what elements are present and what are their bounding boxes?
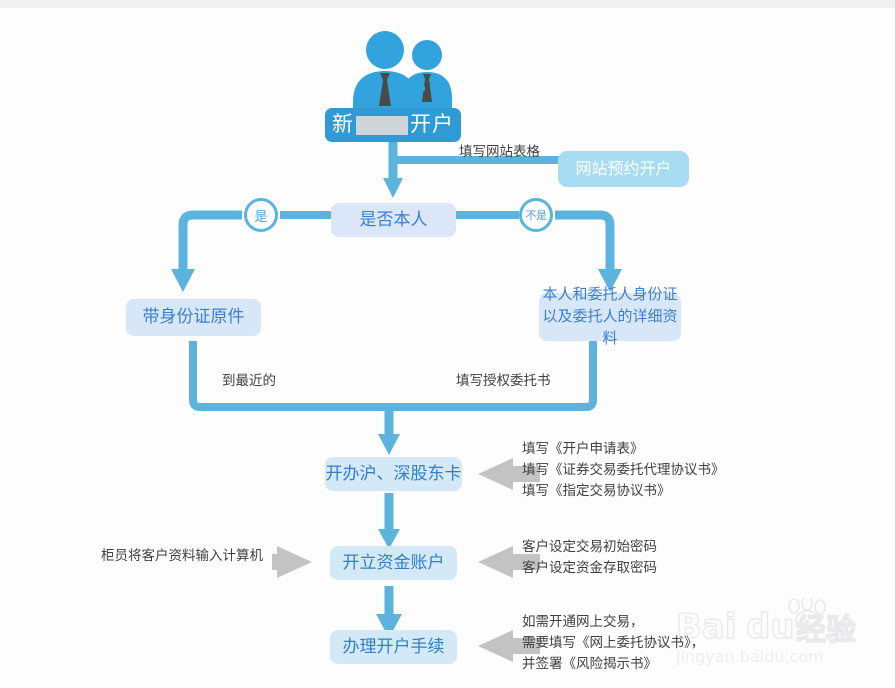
edge-label-fill-proxy-letter: 填写授权委托书 bbox=[456, 373, 551, 389]
wire-fund-to-finish bbox=[376, 586, 402, 638]
header-suffix: 开户 bbox=[410, 112, 454, 137]
annotation-teller-input: 柜员将客户资料输入计算机 bbox=[101, 548, 263, 564]
wire-merge-branches bbox=[189, 341, 597, 455]
two-business-people-icon bbox=[353, 31, 452, 110]
node-online-reservation[interactable]: 网站预约开户 bbox=[558, 151, 689, 187]
grey-arrow-teller-input bbox=[272, 546, 312, 578]
node-open-fund-account[interactable]: 开立资金账户 bbox=[330, 546, 457, 580]
grey-arrow-card-notes bbox=[478, 458, 540, 490]
edge-label-to-nearest: 到最近的 bbox=[222, 373, 276, 389]
decision-no-circle[interactable]: 不是 bbox=[519, 198, 553, 232]
annotation-fund-passwords: 客户设定交易初始密码 客户设定资金存取密码 bbox=[522, 539, 657, 576]
decision-yes-circle[interactable]: 是 bbox=[244, 198, 278, 232]
redaction-block bbox=[356, 115, 408, 135]
node-header-new-account[interactable]: 新 开户 bbox=[325, 108, 461, 142]
node-complete-procedures[interactable]: 办理开户手续 bbox=[330, 630, 457, 664]
wire-card-to-fund bbox=[378, 493, 400, 549]
grey-arrow-fund-notes bbox=[478, 546, 540, 578]
edge-label-website-form: 填写网站表格 bbox=[459, 144, 540, 160]
node-proxy-documents[interactable]: 本人和委托人身份证 以及委托人的详细资料 bbox=[539, 285, 681, 347]
connector-layer bbox=[171, 137, 622, 662]
node-open-shareholder-card[interactable]: 开办沪、深股东卡 bbox=[325, 457, 462, 491]
node-decision-is-self[interactable]: 是否本人 bbox=[331, 203, 456, 237]
annotation-finish-notes: 如需开通网上交易， 需要填写《网上委托协议书》， 并签署《风险揭示书》 bbox=[522, 614, 705, 672]
flowchart-canvas: 新 开户 网站预约开户 是否本人 是 不是 带身份证原件 本人和委托人身份证 以及… bbox=[0, 8, 895, 688]
node-bring-original-id[interactable]: 带身份证原件 bbox=[126, 299, 261, 336]
wire-no-branch bbox=[555, 210, 622, 292]
header-prefix: 新 bbox=[332, 112, 354, 137]
annotation-card-notes: 填写《开户申请表》 填写《证券交易委托代理协议书》 填写《指定交易协议书》 bbox=[522, 441, 725, 499]
grey-arrow-finish-notes bbox=[478, 630, 540, 662]
wire-yes-branch bbox=[171, 210, 242, 292]
wire-header-to-decision bbox=[383, 137, 403, 198]
